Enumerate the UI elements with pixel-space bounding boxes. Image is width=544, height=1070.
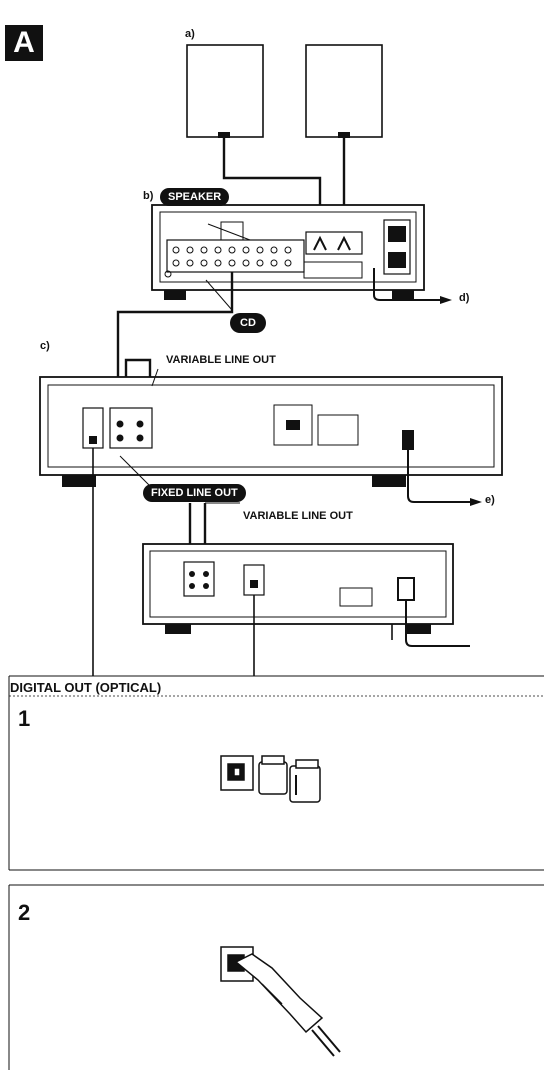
speaker-terminal-block [305,231,363,255]
amplifier-inner-panel [159,211,417,283]
recorder-power-cord [405,600,470,647]
step2-illustration [220,946,341,1057]
cd-player-foot-left [62,475,96,487]
fixed-line-out-cable [188,503,207,550]
cd-player-body [39,376,503,476]
label-a: a) [185,28,195,40]
label-c: c) [40,340,50,352]
amplifier-top-jacks [220,221,244,241]
digital-out-header: DIGITAL OUT (OPTICAL) [10,680,162,695]
fixed-line-out-pill: FIXED LINE OUT [143,484,246,502]
cd-label-plate [317,414,359,446]
cd-power-inlet [402,430,414,450]
figure-label-badge: A [5,25,43,61]
amplifier-ground-screw [164,270,172,278]
variable-line-out-label-1: VARIABLE LINE OUT [166,354,276,366]
cd-player-inner [47,384,495,468]
cd-pill: CD [230,313,266,333]
recorder-inner [149,550,447,618]
right-speaker [305,44,383,138]
amplifier-outlet-panel [383,219,411,275]
label-e: e) [485,494,495,506]
step1-box [8,675,544,871]
cd-line-out-panel [109,407,153,449]
right-speaker-terminal [338,132,350,138]
step2-box [8,884,544,1070]
speaker-terminal-arrows [313,235,351,251]
step1-illustration [220,755,321,803]
cd-power-cord [407,450,478,503]
label-d: d) [459,292,470,304]
recorder-body [142,543,454,625]
recorder-label-plate [339,587,373,607]
recorder-foot-right [405,624,431,634]
left-speaker [186,44,264,138]
amplifier-lower-terminals [303,261,363,279]
variable-line-out-label-2: VARIABLE LINE OUT [243,510,353,522]
step-2-number: 2 [18,900,31,925]
recorder-line-jacks [183,561,215,597]
amplifier-power-cord [373,268,448,301]
recorder-foot-left [165,624,191,634]
amplifier-input-jacks [172,246,292,267]
cd-input-cable [116,272,234,404]
left-speaker-terminal [218,132,230,138]
cd-voltage-panel [273,404,313,446]
step-1-number: 1 [18,706,31,731]
label-b: b) [143,190,154,202]
amplifier-foot-right [392,290,414,300]
amplifier-foot-left [164,290,186,300]
cd-player-foot-right [372,475,406,487]
speaker-pill: SPEAKER [160,188,230,206]
